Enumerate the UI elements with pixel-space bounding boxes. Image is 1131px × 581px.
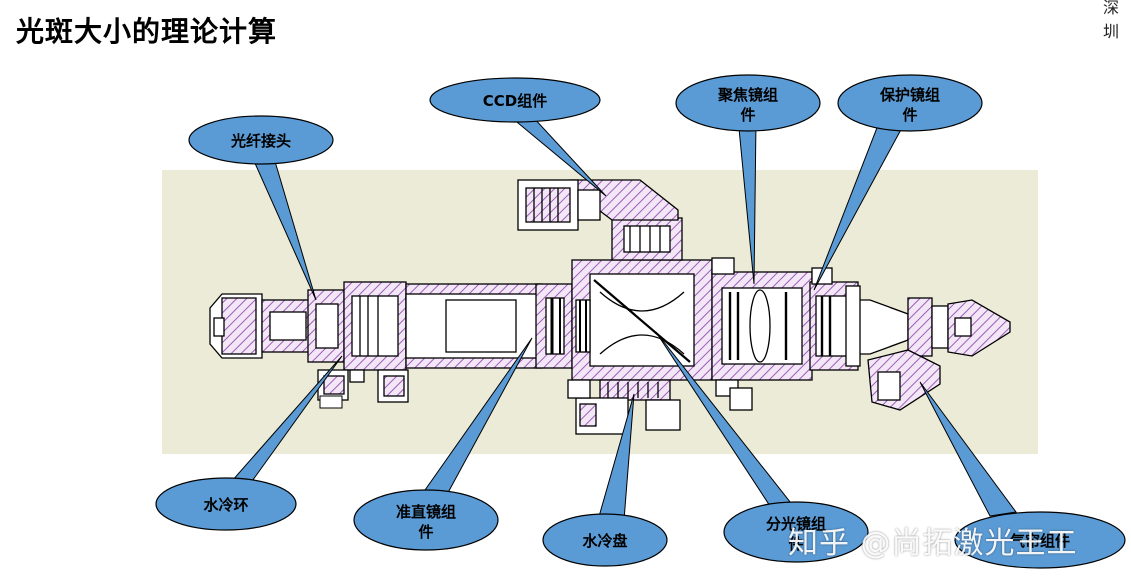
callout-protection-lens: 保护镜组 件 bbox=[813, 74, 983, 291]
callout-water-cooling-ring-label: 水冷环 bbox=[203, 496, 248, 514]
callout-focus-lens-line2: 件 bbox=[740, 106, 755, 124]
callout-water-cooling-ring: 水冷环 bbox=[155, 355, 343, 531]
callout-collimator-line2: 件 bbox=[418, 523, 433, 541]
callout-collimator: 准直镜组 件 bbox=[353, 337, 533, 551]
callout-gas-curtain: 气帘组件 bbox=[919, 381, 1126, 569]
laser-head-assembly bbox=[209, 179, 1011, 435]
water-cooling-plate-part bbox=[599, 379, 671, 401]
fitting-elbow bbox=[319, 395, 343, 409]
slide-title: 光斑大小的理论计算 bbox=[16, 15, 278, 48]
fiber-connector-knurl bbox=[221, 297, 257, 355]
callout-fiber-connector: 光纤接头 bbox=[188, 115, 334, 301]
callout-gas-curtain-label: 气帘组件 bbox=[1009, 532, 1070, 550]
beam-splitter-mirror bbox=[593, 279, 691, 363]
corner-label: 深圳 bbox=[1103, 0, 1120, 41]
focus-lens bbox=[749, 289, 771, 363]
callout-water-cooling-plate: 水冷盘 bbox=[542, 393, 668, 567]
watermark: 知乎 @尚拓激光王工 bbox=[788, 526, 1078, 561]
callout-protection-lens-line2: 件 bbox=[902, 106, 917, 124]
callout-focus-lens-line1: 聚焦镜组 bbox=[717, 86, 778, 104]
callout-fiber-connector-label: 光纤接头 bbox=[230, 132, 291, 150]
callout-protection-lens-line1: 保护镜组 bbox=[879, 86, 940, 104]
callout-water-cooling-plate-label: 水冷盘 bbox=[582, 532, 627, 550]
callout-ccd: CCD组件 bbox=[429, 77, 607, 197]
callout-focus-lens: 聚焦镜组 件 bbox=[675, 74, 821, 285]
callout-ccd-label: CCD组件 bbox=[483, 92, 547, 110]
callout-beam-splitter-line2: 件 bbox=[788, 535, 803, 553]
callout-beam-splitter-line1: 分光镜组 bbox=[766, 515, 826, 533]
callout-collimator-line1: 准直镜组 bbox=[396, 503, 456, 521]
callouts: CCD组件 聚焦镜组 件 保护镜组 件 光纤接头 水冷环 bbox=[155, 74, 1126, 569]
callout-beam-splitter: 分光镜组 件 bbox=[655, 331, 869, 563]
